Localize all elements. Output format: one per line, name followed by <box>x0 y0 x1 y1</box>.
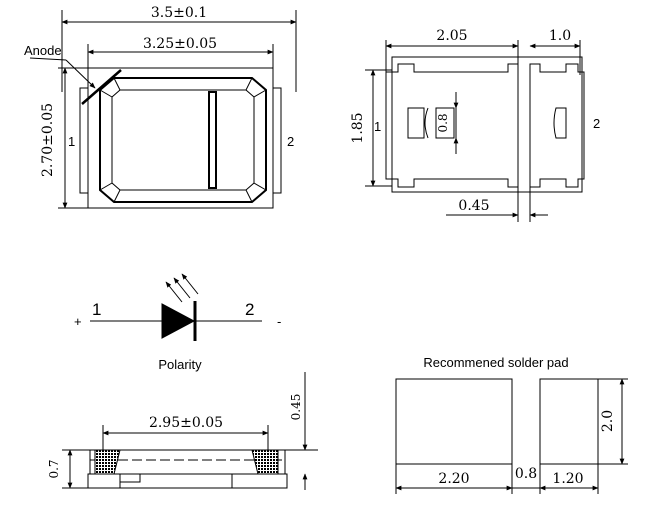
side-top-width-label: 2.95±0.05 <box>149 415 223 431</box>
solder-gap-label: 0.8 <box>515 466 537 482</box>
polarity-pin1-label: 1 <box>92 300 101 319</box>
slot-height-label: 0.8 <box>436 113 450 132</box>
pad1-width-label: 2.05 <box>436 28 467 44</box>
polarity-caption: Polarity <box>158 357 202 372</box>
solder-pad-1 <box>395 378 513 465</box>
overall-width-label: 3.5±0.1 <box>151 5 207 21</box>
top-view: 3.5±0.1 3.25±0.05 2.70±0.05 An <box>24 5 297 209</box>
solder-pad1-width-label: 2.20 <box>438 471 469 487</box>
pad-pin1-label: 1 <box>374 119 381 134</box>
height-label: 2.70±0.05 <box>40 103 56 177</box>
diode-triangle <box>161 303 196 339</box>
pad-view: 2.05 1.0 1.85 0.8 0.45 1 2 <box>350 28 600 222</box>
polarity-symbol: 1 2 + - Polarity <box>74 273 281 372</box>
solder-pad-2 <box>539 378 599 465</box>
pin1-label: 1 <box>68 134 75 149</box>
anode-label: Anode <box>24 43 62 58</box>
side-view: 2.95±0.05 0.45 0.7 <box>47 372 318 490</box>
lens-height-label: 0.45 <box>289 394 303 421</box>
solder-height-label: 2.0 <box>600 410 616 432</box>
pad2-width-label: 1.0 <box>549 28 571 44</box>
pad-height-label: 1.85 <box>350 112 366 143</box>
polarity-pin2-label: 2 <box>245 300 254 319</box>
solder-pad2-width-label: 1.20 <box>552 471 583 487</box>
total-height-label: 0.7 <box>47 459 61 478</box>
solder-pad-view: Recommened solder pad 2.0 2.20 0.8 1.20 <box>395 355 628 494</box>
inner-width-label: 3.25±0.05 <box>143 36 217 52</box>
minus-sign: - <box>277 314 281 329</box>
pad-pin2-label: 2 <box>593 116 600 131</box>
pin2-label: 2 <box>287 134 294 149</box>
gap-label: 0.45 <box>458 198 489 214</box>
solder-pad-title: Recommened solder pad <box>423 355 568 370</box>
plus-sign: + <box>74 314 82 329</box>
